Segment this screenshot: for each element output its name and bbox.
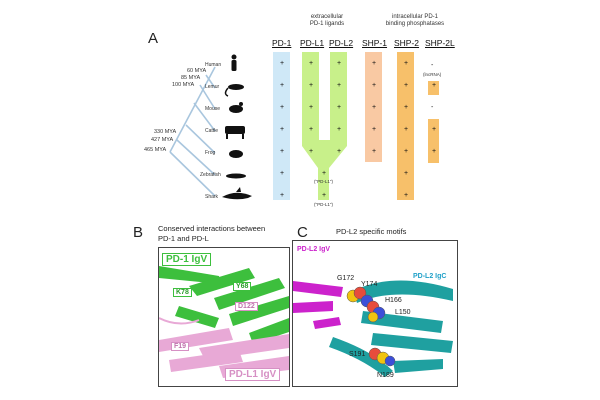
species-mouse: Mouse — [205, 106, 221, 112]
mya-465: 465 MYA — [144, 147, 167, 153]
presence-mark: + — [431, 126, 437, 133]
presence-mark: + — [279, 170, 285, 177]
presence-mark: + — [279, 148, 285, 155]
col-header-shp2l: SHP-2L — [425, 38, 455, 48]
presence-mark: + — [308, 82, 314, 89]
shp2l-lncrna-note: (lncRNA) — [423, 72, 442, 77]
species-shark: Shark — [205, 194, 219, 200]
panel-b-structure: PD-1 IgV K78 Y68 D122 F19 PD-L1 IgV — [158, 247, 290, 387]
human-icon — [231, 54, 237, 60]
presence-mark: + — [279, 60, 285, 67]
presence-mark: + — [371, 104, 377, 111]
zebrafish-icon — [226, 173, 246, 179]
presence-mark: + — [336, 148, 342, 155]
col-header-pd1: PD-1 — [272, 38, 292, 48]
col-header-shp1: SHP-1 — [362, 38, 388, 48]
panel-b-caption: Conserved interactions between PD-1 and … — [158, 224, 266, 243]
residue-f19: F19 — [171, 342, 190, 351]
species-silhouettes — [222, 54, 252, 200]
presence-mark: + — [403, 104, 409, 111]
presence-mark: + — [371, 82, 377, 89]
cattle-icon — [225, 126, 245, 134]
species-cattle: Cattle — [205, 128, 219, 134]
pdl2-igv-label: PD-L2 IgV — [297, 246, 331, 253]
residue-d122: D122 — [235, 302, 258, 311]
mouse-icon — [229, 105, 243, 113]
presence-mark: + — [321, 192, 327, 199]
residue-k78: K78 — [173, 288, 192, 297]
panel-c-caption: PD-L2 specific motifs — [336, 227, 407, 236]
mya-427: 427 MYA — [151, 137, 174, 143]
panel-c-structure: PD-L2 IgV PD-L2 IgC G172 Y174 H166 L150 … — [292, 240, 458, 387]
species-frog: Frog — [205, 150, 216, 156]
panel-a-label: A — [148, 30, 159, 47]
lemur-icon — [228, 84, 244, 90]
col-header-shp2: SHP-2 — [394, 38, 420, 48]
presence-mark: + — [279, 104, 285, 111]
panel-c-ribbon — [293, 280, 453, 377]
presence-mark: + — [403, 126, 409, 133]
shark-icon — [222, 192, 252, 200]
phylogenetic-tree — [169, 66, 216, 197]
presence-mark: + — [279, 126, 285, 133]
panel-a-graphic — [169, 52, 439, 200]
shark-pdl1-note: ("PD-L1") — [314, 202, 333, 207]
residue-y68: Y68 — [233, 282, 252, 291]
mya-60: 60 MYA — [187, 68, 207, 74]
panel-b-ribbon — [159, 266, 289, 378]
presence-mark: + — [279, 82, 285, 89]
panel-c-label: C — [297, 224, 308, 241]
col-header-pdl2: PD-L2 — [329, 38, 354, 48]
presence-mark: + — [403, 170, 409, 177]
residue-h166: H166 — [385, 297, 402, 304]
species-lemur: Lemur — [205, 84, 220, 90]
presence-mark: + — [336, 60, 342, 67]
zebrafish-pdl1-note: ("PD-L1") — [314, 179, 333, 184]
col-header-pdl1: PD-L1 — [300, 38, 325, 48]
residue-s191: S191 — [349, 351, 366, 358]
panel-b-label: B — [133, 224, 144, 241]
presence-mark: + — [403, 60, 409, 67]
shp2l-absent-human: - — [431, 62, 434, 69]
group-intracellular-header: intracellular PD-1 binding phosphatases — [385, 14, 445, 27]
pd1-igv-title: PD-1 IgV — [162, 253, 212, 266]
pdl1-igv-title: PD-L1 IgV — [225, 368, 281, 381]
species-zebrafish: Zebrafish — [200, 172, 221, 178]
presence-mark: + — [308, 60, 314, 67]
presence-mark: + — [308, 104, 314, 111]
presence-mark: + — [371, 126, 377, 133]
residue-g172: G172 — [337, 275, 355, 282]
presence-mark: + — [403, 192, 409, 199]
group-extracellular-header: extracellular PD-1 ligands — [309, 14, 345, 27]
presence-mark: + — [336, 82, 342, 89]
shp2l-absent-mouse: - — [431, 104, 434, 111]
species-human: Human — [205, 62, 222, 68]
presence-mark: + — [321, 170, 327, 177]
residue-y174: Y174 — [361, 281, 378, 288]
presence-mark: + — [279, 192, 285, 199]
residue-l150: L150 — [395, 309, 411, 316]
presence-mark: + — [403, 148, 409, 155]
presence-mark: + — [336, 126, 342, 133]
presence-mark: + — [371, 148, 377, 155]
presence-mark: + — [431, 82, 437, 89]
frog-icon — [229, 150, 243, 158]
presence-mark: + — [431, 148, 437, 155]
residue-n189: N189 — [377, 372, 394, 379]
mya-330: 330 MYA — [154, 129, 177, 135]
presence-mark: + — [371, 60, 377, 67]
presence-mark: + — [308, 148, 314, 155]
pdl2-igc-label: PD-L2 IgC — [413, 273, 447, 280]
mya-100: 100 MYA — [172, 82, 195, 88]
presence-mark: + — [308, 126, 314, 133]
mya-85: 85 MYA — [181, 75, 201, 81]
presence-mark: + — [403, 82, 409, 89]
presence-mark: + — [336, 104, 342, 111]
